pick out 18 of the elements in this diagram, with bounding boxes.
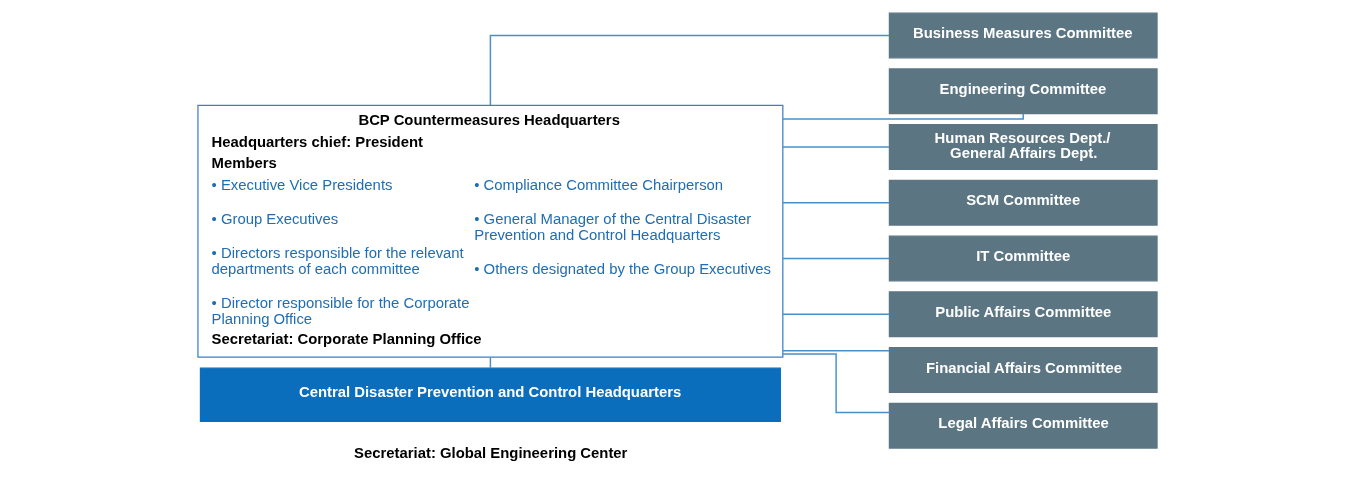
node-box: Engineering Committee [888,68,1158,115]
node-label: Secretariat: Global Engineering Center [353,445,627,462]
connector [489,34,890,106]
node-box: Business Measures Committee [888,12,1158,59]
connector [781,257,890,260]
node-box: Legal Affairs Committee [888,402,1158,449]
node-box: Financial Affairs Committee [888,347,1158,393]
node-box: BCP Countermeasures Headquarters Headquarters chief: President Members • Executive Vice Presidents • Group Executives • Directors responsible for the relevant departments of each committee • Director responsible for the Corporate Planning Office • Compliance Committee Chairperson • General Manager of the Central Disaster Prevention and Control Headquarters • Others designated by the Group Executives Secretariat: Corporate Planning Office [196,104,783,358]
node-box: Human Resources Dept./ General Affairs Dept. [888,124,1158,170]
connector [781,202,890,204]
node-box: SCM Committee [888,179,1158,226]
node-box: Central Disaster Prevention and Control Headquarters [199,367,781,423]
connector [781,146,890,148]
node-box: Public Affairs Committee [888,291,1158,338]
connector [781,313,890,315]
connector [781,353,890,414]
node-box: IT Committee [888,235,1158,282]
connector [781,350,890,352]
